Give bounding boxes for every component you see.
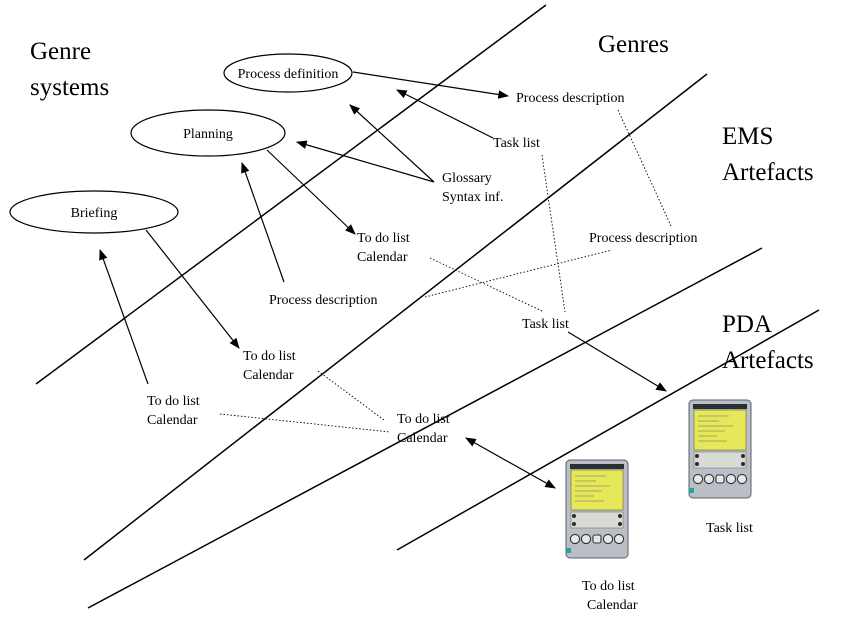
heading-pda: PDA — [722, 311, 772, 338]
ems-task-list: Task list — [522, 317, 569, 332]
genre-todo-list-c: To do list — [147, 394, 200, 409]
arrow-process-description-to-planning — [241, 161, 285, 283]
dotted-todo-b-to-ems — [317, 370, 385, 421]
arrow-briefing-to-todo — [145, 229, 240, 349]
arrow-glossary-to-process-definition — [349, 104, 435, 183]
genre-glossary: Glossary — [442, 171, 492, 186]
arrow-process-definition-to-description — [352, 71, 510, 99]
divider-pda — [396, 309, 820, 551]
heading-ems-artefacts: Artefacts — [722, 159, 814, 186]
divider-ems — [87, 247, 763, 609]
arrow-todo-to-briefing — [99, 248, 149, 385]
arrow-todo-pda-sync — [465, 437, 556, 489]
heading-genres: Genres — [598, 31, 669, 58]
ems-process-description: Process description — [589, 231, 697, 246]
dotted-todo-to-task-list — [429, 257, 545, 313]
process-definition-label: Process definition — [238, 67, 339, 82]
genre-process-description-b: Process description — [269, 293, 377, 308]
planning-label: Planning — [183, 127, 233, 142]
process-definition-node — [223, 53, 353, 93]
pda-device-icon-todo — [565, 459, 629, 559]
heading-ems: EMS — [722, 123, 773, 150]
ems-calendar: Calendar — [397, 431, 448, 446]
planning-node — [130, 109, 286, 157]
dotted-todo-c-to-ems — [219, 413, 391, 433]
pda-calendar-label: Calendar — [587, 598, 638, 613]
arrow-glossary-to-planning — [295, 140, 435, 183]
briefing-label: Briefing — [71, 206, 118, 221]
arrow-planning-to-todo — [266, 149, 356, 235]
dotted-links — [219, 109, 673, 433]
genre-process-description: Process description — [516, 91, 624, 106]
heading-systems: systems — [30, 74, 109, 101]
pda-device-icon-task-list — [688, 399, 752, 499]
ems-todo-list: To do list — [397, 412, 450, 427]
genre-calendar-a: Calendar — [357, 250, 408, 265]
arrow-task-list-to-process-definition — [396, 89, 494, 139]
arrow-task-list-to-pda — [567, 331, 667, 392]
genre-calendar-b: Calendar — [243, 368, 294, 383]
dotted-genre-to-ems-task-list — [541, 154, 566, 313]
divider-genres — [83, 73, 708, 561]
divider-genre-systems — [35, 4, 547, 385]
genre-syntax-inf: Syntax inf. — [442, 190, 503, 205]
genre-todo-list-a: To do list — [357, 231, 410, 246]
genre-task-list: Task list — [493, 136, 540, 151]
pda-task-list-label: Task list — [706, 521, 753, 536]
genre-todo-list-b: To do list — [243, 349, 296, 364]
genre-calendar-c: Calendar — [147, 413, 198, 428]
solid-arrows — [99, 71, 667, 489]
heading-pda-artefacts: Artefacts — [722, 347, 814, 374]
heading-genre: Genre — [30, 38, 91, 65]
briefing-node — [9, 190, 179, 234]
pda-todo-list-label: To do list — [582, 579, 635, 594]
dotted-genre-to-ems-process-description — [617, 109, 673, 229]
dotted-ems-to-genre-process-description — [424, 249, 613, 298]
